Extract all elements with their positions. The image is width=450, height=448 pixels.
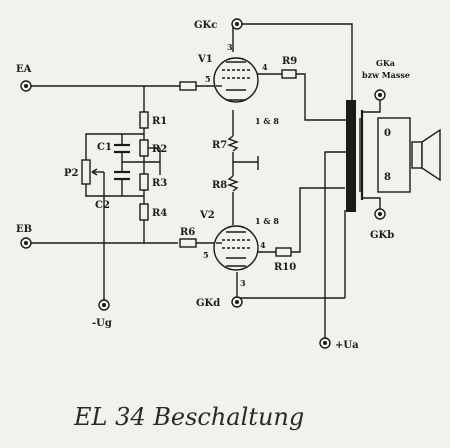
label-r4: R4 [152, 208, 167, 219]
wiring [30, 23, 410, 338]
label-r7: R7 [212, 140, 227, 151]
terminal-gkc [231, 18, 243, 30]
label-tap-0: 0 [384, 128, 391, 139]
resistor-r10 [275, 247, 292, 257]
resistor-r6 [179, 238, 197, 248]
resistor-ea-series [179, 81, 197, 91]
terminal-gka [374, 89, 386, 101]
terminal-ug [98, 299, 110, 311]
label-c1: C1 [97, 142, 112, 153]
label-ua: +Ua [335, 340, 359, 351]
label-r6: R6 [180, 227, 195, 238]
label-v1-pin3: 3 [227, 42, 233, 52]
label-v2: V2 [199, 210, 215, 221]
tube-v2 [213, 225, 259, 271]
label-v1-pin18: 1 & 8 [255, 116, 279, 126]
label-gkd: GKd [196, 298, 220, 309]
capacitor-c2 [114, 170, 130, 181]
speaker-icon [411, 128, 441, 182]
label-r1: R1 [152, 116, 167, 127]
label-r3: R3 [152, 178, 167, 189]
label-r2: R2 [152, 144, 167, 155]
label-bzw-masse: bzw Masse [362, 70, 410, 80]
label-p2: P2 [64, 168, 79, 179]
output-transformer [346, 100, 411, 212]
terminal-ua [319, 337, 331, 349]
potentiometer-p2 [81, 159, 104, 185]
terminal-gkb [374, 208, 386, 220]
label-tap-8: 8 [384, 172, 391, 183]
label-r10: R10 [274, 262, 296, 273]
label-v1: V1 [197, 54, 213, 65]
terminal-eb [20, 237, 32, 249]
label-v2-pin3: 3 [240, 278, 246, 288]
label-v2-pin4: 4 [260, 240, 266, 250]
terminal-gkd [231, 296, 243, 308]
label-c2: C2 [95, 200, 110, 211]
resistor-r4 [139, 203, 149, 221]
label-gkb: GKb [370, 230, 394, 241]
tube-v1 [213, 57, 259, 103]
label-v1-pin4: 4 [262, 62, 268, 72]
resistor-r2 [139, 139, 149, 157]
label-v2-pin5: 5 [203, 250, 209, 260]
resistor-r1 [139, 111, 149, 129]
terminal-ea [20, 80, 32, 92]
resistor-r7 [227, 135, 239, 152]
label-v2-pin18: 1 & 8 [255, 216, 279, 226]
label-r8: R8 [212, 180, 227, 191]
resistor-r9 [281, 69, 297, 79]
capacitor-c1 [114, 143, 130, 154]
label-gka: GKa [376, 58, 395, 68]
resistor-r8 [227, 175, 239, 192]
label-gkc: GKc [194, 20, 217, 31]
label-ug: -Ug [92, 318, 112, 329]
schematic-caption: EL 34 Beschaltung [73, 403, 304, 431]
resistor-r3 [139, 173, 149, 191]
label-r9: R9 [282, 56, 297, 67]
label-eb: EB [16, 224, 32, 235]
label-v1-pin5: 5 [205, 74, 211, 84]
label-ea: EA [16, 64, 32, 75]
